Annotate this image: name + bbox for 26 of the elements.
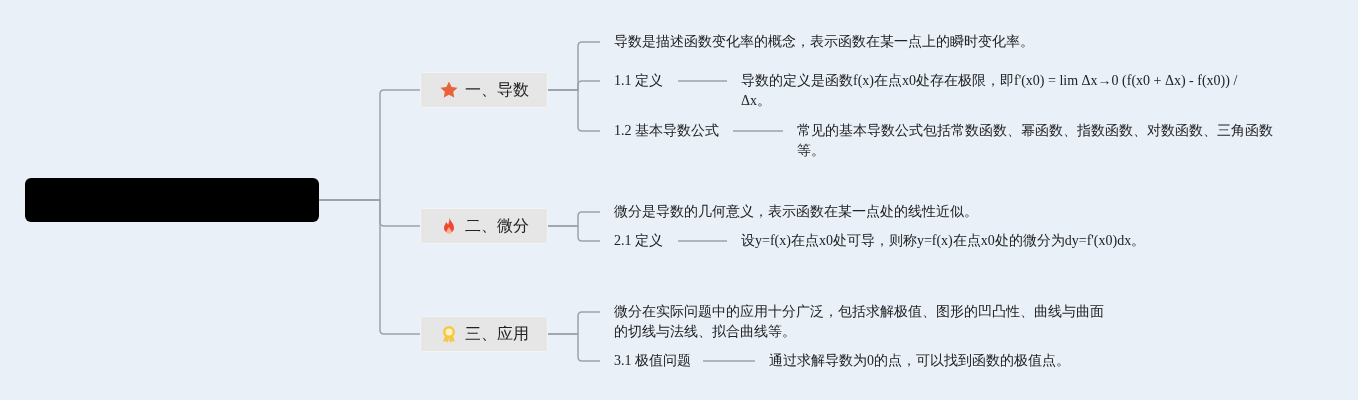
node-text: 1.2 基本导数公式 xyxy=(614,122,720,140)
node-text: 2.1 定义 xyxy=(614,232,664,250)
node-text: 设y=f(x)在点x0处可导，则称y=f(x)在点x0处的微分为dy=f'(x0)dx。 xyxy=(741,232,1147,250)
node-text: 1.1 定义 xyxy=(614,72,664,90)
connector-line xyxy=(318,199,421,335)
root-box xyxy=(25,178,319,222)
node-text: 3.1 极值问题 xyxy=(614,352,692,370)
node-text: 通过求解导数为0的点，可以找到函数的极值点。 xyxy=(769,352,1071,370)
connector-line xyxy=(677,240,728,242)
node-text: 微分在实际问题中的应用十分广泛，包括求解极值、图形的凹凸性、曲线与曲面的切线与法线、拟合曲线等。 xyxy=(614,303,1105,341)
topic-label: 三、应用 xyxy=(465,323,529,345)
topic-label: 二、微分 xyxy=(465,215,529,237)
connector-line xyxy=(547,225,601,242)
topic-box xyxy=(420,316,548,352)
connector-line xyxy=(547,333,601,362)
topic-box xyxy=(420,208,548,244)
topic-box xyxy=(420,72,548,108)
node-text: 常见的基本导数公式包括常数函数、幂函数、指数函数、对数函数、三角函数等。 xyxy=(797,122,1274,160)
node-text: 微分是导数的几何意义，表示函数在某一点处的线性近似。 xyxy=(614,203,979,221)
connector-line xyxy=(677,80,728,82)
connector-line xyxy=(547,89,601,132)
connector-line xyxy=(702,360,756,362)
connector-line xyxy=(732,130,784,132)
node-text: 导数的定义是函数f(x)在点x0处存在极限，即f'(x0) = lim Δx→0 (f(x0 + Δx) - f(x0)) / Δx。 xyxy=(741,72,1239,110)
topic-label: 一、导数 xyxy=(465,79,529,101)
node-text: 导数是描述函数变化率的概念，表示函数在某一点上的瞬时变化率。 xyxy=(614,33,1035,51)
